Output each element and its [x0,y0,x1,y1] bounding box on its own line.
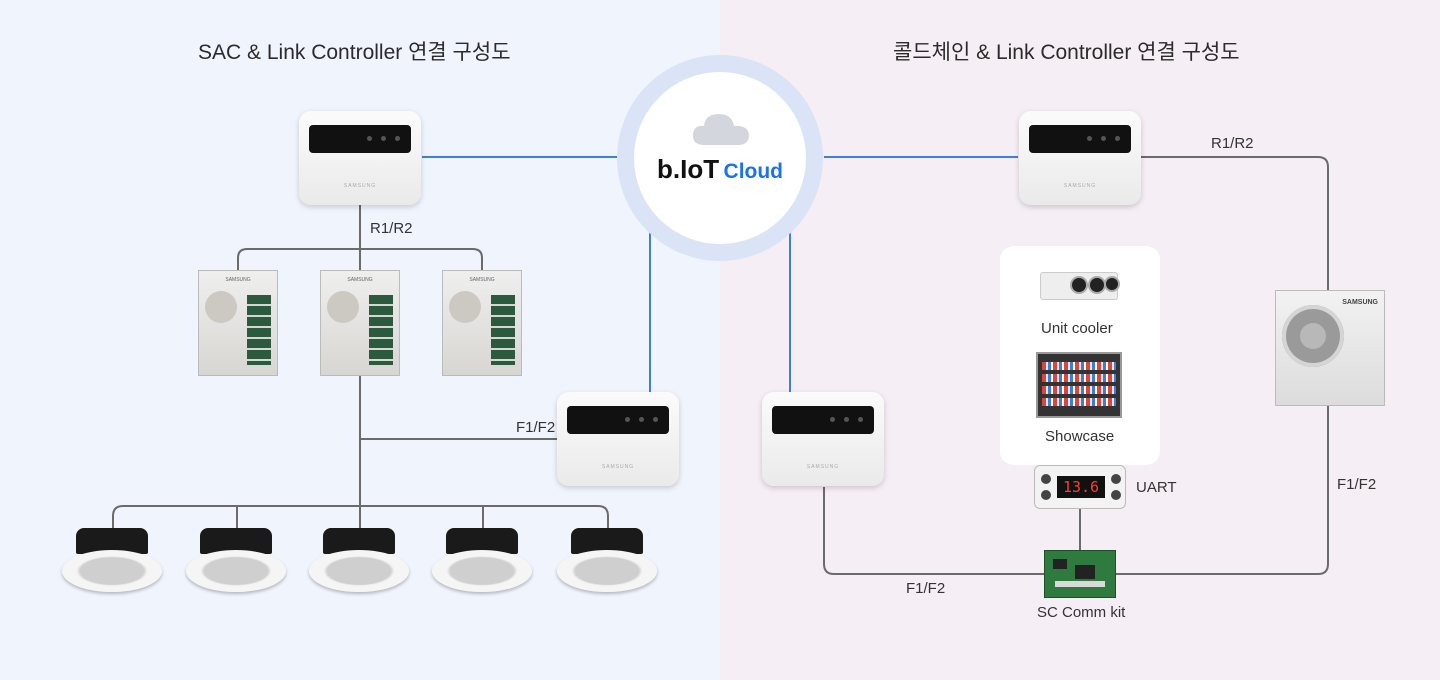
condensing-unit: SAMSUNG [1275,290,1385,406]
temperature-display: 13.6 [1057,476,1105,498]
cloud-icon [692,114,749,145]
sc-comm-kit-board [1044,550,1116,598]
cloud-suffix: Cloud [723,160,784,183]
left-r1r2-label: R1/R2 [370,220,413,237]
link-controller-left-bottom: SAMSUNG [557,392,679,486]
unit-cooler [1040,268,1120,302]
cloud-brand: b.IoT [656,154,720,184]
temperature-controller: 13.6 [1034,465,1126,509]
sc-comm-kit-label: SC Comm kit [1037,604,1126,621]
left-r1r2-wire [237,205,483,272]
uart-label: UART [1136,479,1177,496]
cassette-indoor-unit [432,528,532,598]
link-controller-right-top: SAMSUNG [1019,111,1141,205]
link-controller-left-top: SAMSUNG [299,111,421,205]
right-title: 콜드체인 & Link Controller 연결 구성도 [893,41,1240,64]
outdoor-unit: SAMSUNG [442,270,522,376]
outdoor-unit: SAMSUNG [320,270,400,376]
left-f1f2-label: F1/F2 [516,419,556,436]
link-controller-right-bottom: SAMSUNG [762,392,884,486]
cassette-indoor-unit [62,528,162,598]
cloud-label: b.IoT Cloud [634,154,806,185]
showcase-label: Showcase [1045,428,1115,445]
right-r1r2-label: R1/R2 [1211,135,1254,152]
cassette-indoor-unit [557,528,657,598]
left-f1f2-wire [112,376,609,532]
cassette-indoor-unit [309,528,409,598]
right-f1f2-label: F1/F2 [1337,476,1377,493]
cassette-indoor-unit [186,528,286,598]
showcase [1036,352,1122,418]
bottom-f1f2-label: F1/F2 [906,580,946,597]
right-wires [823,156,1329,575]
outdoor-unit: SAMSUNG [198,270,278,376]
unit-cooler-label: Unit cooler [1041,320,1113,337]
cloud-node: b.IoT Cloud [634,72,806,244]
left-title: SAC & Link Controller 연결 구성도 [198,41,511,64]
